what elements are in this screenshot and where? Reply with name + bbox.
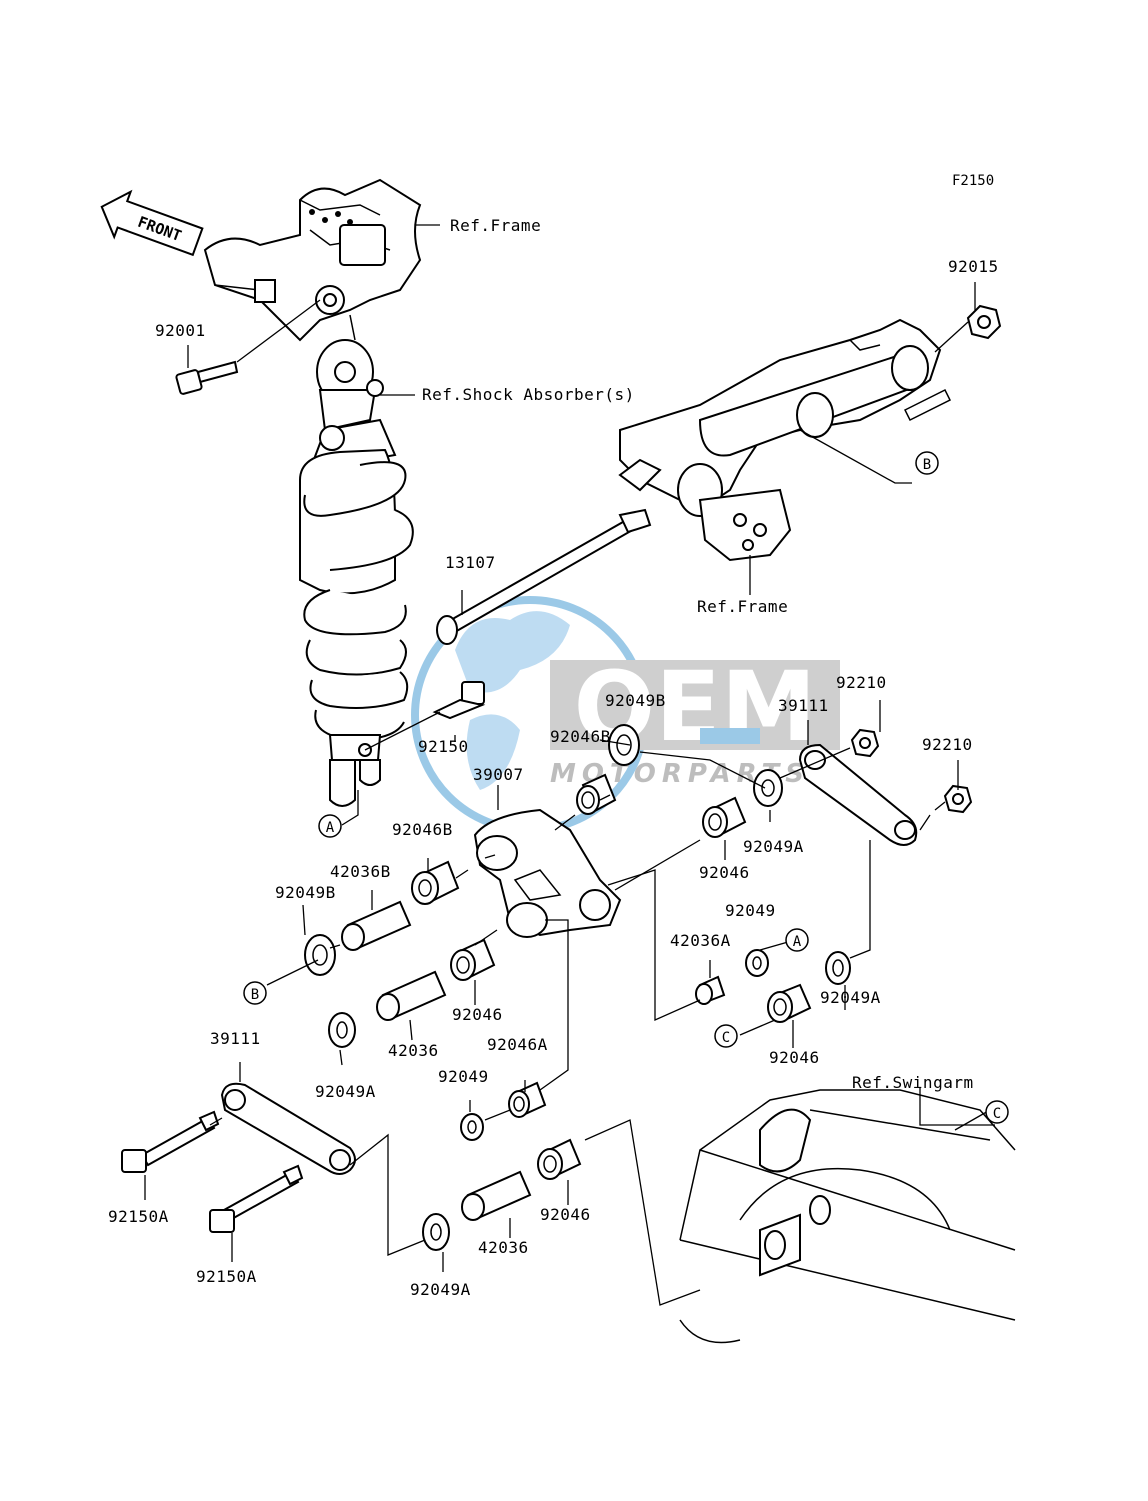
part-92001: 92001 [155,321,206,340]
seal-92049-low-drawing [460,1113,484,1141]
part-92210-a: 92210 [836,673,887,692]
nut-92015-drawing [934,304,1002,353]
seal-92049b-left-drawing [304,934,336,976]
part-13107: 13107 [445,553,496,572]
bearing-92046b-left-drawing [411,860,460,905]
marker-c-right-label: C [993,1106,1001,1122]
seal-92049a-mid-drawing [753,769,783,807]
part-92150a-a: 92150A [108,1207,169,1226]
part-39111-left: 39111 [210,1029,261,1048]
part-92015: 92015 [948,257,999,276]
marker-c-left-label: C [722,1030,730,1046]
marker-a-left: A [318,814,342,838]
marker-b-left: B [243,981,267,1005]
marker-b-left-label: B [251,987,259,1003]
swingarm-drawing [679,1089,1016,1344]
part-92049-right: 92049 [725,901,776,920]
ref-frame-top: Ref.Frame [450,216,541,235]
bearing-92046-right-drawing [702,796,747,838]
seal-92049a-low-drawing [422,1213,450,1251]
ref-swingarm: Ref.Swingarm [852,1073,974,1092]
part-92049a-mid: 92049A [743,837,804,856]
assembly-lines [144,224,995,1306]
seal-92049-right-drawing [745,949,769,977]
marker-a-left-label: A [326,820,335,836]
collar-42036b-drawing [341,900,412,951]
part-92049a-left: 92049A [315,1082,376,1101]
seal-92049b-top-drawing [608,724,640,766]
marker-a-right-label: A [793,934,802,950]
collar-42036-low-drawing [461,1170,532,1221]
ref-shock-absorber: Ref.Shock Absorber(s) [422,385,635,404]
shock-absorber-drawing [299,314,414,807]
bolt-92150-drawing [364,681,486,751]
part-92049b-left: 92049B [275,883,336,902]
part-92150: 92150 [418,737,469,756]
part-39111-right: 39111 [778,696,829,715]
marker-a-right: A [785,928,809,952]
bolt-92150a-b-drawing [209,1164,304,1233]
nut-92210-a-drawing [850,728,880,758]
front-arrow-icon: FRONT [100,189,204,257]
bearing-92046-right-lower-drawing [767,983,812,1023]
part-42036-low: 42036 [478,1238,529,1257]
marker-b-top: B [915,451,939,475]
part-92046-right: 92046 [769,1048,820,1067]
part-92046-mid: 92046 [699,863,750,882]
part-92046b-left: 92046B [392,820,453,839]
rocker-39007-drawing [473,808,622,938]
bolt-92150a-a-drawing [121,1110,220,1173]
frame-top-drawing [203,178,422,342]
part-42036b: 42036B [330,862,391,881]
bearing-92046a-drawing [508,1081,547,1118]
collar-42036a-drawing [695,975,726,1005]
ref-frame-right: Ref.Frame [697,597,788,616]
rod-13107-drawing [436,508,652,645]
bearing-92046-low-drawing [537,1138,582,1180]
part-92150a-b: 92150A [196,1267,257,1286]
part-92049a-right: 92049A [820,988,881,1007]
part-92046-left: 92046 [452,1005,503,1024]
marker-b-top-label: B [923,457,931,473]
bearing-92046b-top-drawing [576,773,617,815]
figure-code: F2150 [952,173,994,189]
bolt-92001-drawing [175,299,321,395]
nut-92210-b-drawing [943,784,973,814]
part-92046b-top: 92046B [550,727,611,746]
part-42036-left: 42036 [388,1041,439,1060]
bearing-92046-left-drawing [450,938,496,981]
part-92046-low: 92046 [540,1205,591,1224]
seal-92049a-right-drawing [825,951,851,985]
collar-42036-left-drawing [376,970,447,1021]
frame-right-drawing [618,318,952,562]
part-42036a: 42036A [670,931,731,950]
part-92049b-top: 92049B [605,691,666,710]
marker-c-right: C [985,1100,1009,1124]
part-92049a-low: 92049A [410,1280,471,1299]
part-92046a: 92046A [487,1035,548,1054]
marker-c-left: C [714,1024,738,1048]
part-39007: 39007 [473,765,524,784]
part-92049-low: 92049 [438,1067,489,1086]
seal-92049a-left-drawing [328,1012,356,1048]
part-92210-b: 92210 [922,735,973,754]
link-39111-right-drawing [798,743,918,846]
